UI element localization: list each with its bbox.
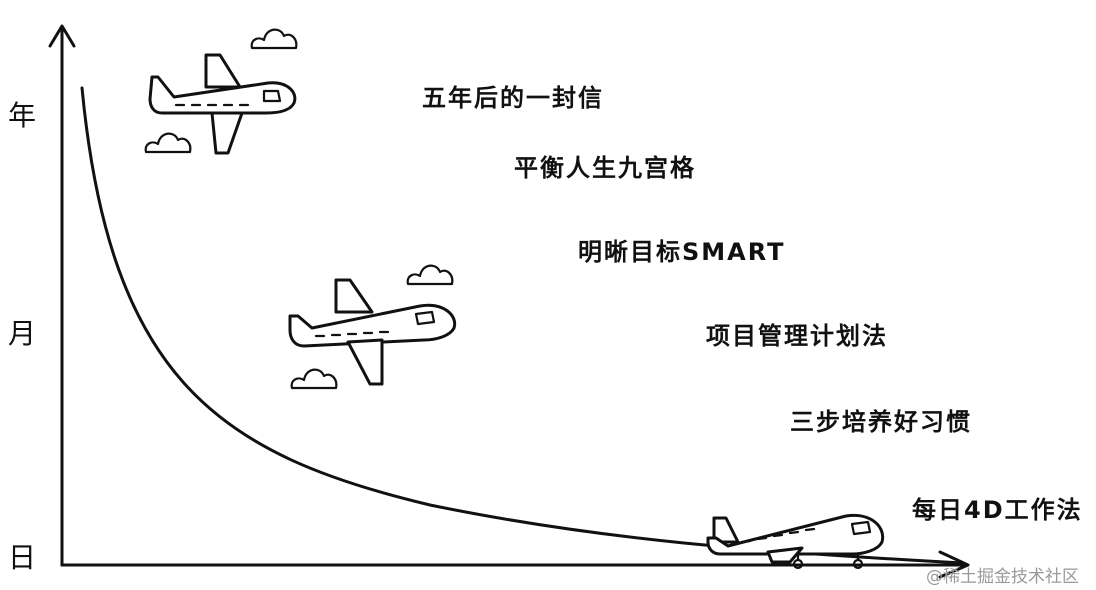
cloud-icon (250, 28, 298, 50)
watermark: @稀土掘金技术社区 (926, 567, 1079, 587)
step-label-habits: 三步培养好习惯 (790, 408, 972, 436)
step-label-daily-4d: 每日4D工作法 (912, 496, 1083, 524)
step-label-life-grid: 平衡人生九宫格 (514, 154, 696, 182)
step-label-smart-goals: 明晰目标SMART (578, 238, 786, 266)
airplane-middle-icon (288, 278, 457, 386)
y-axis-label-month: 月 (8, 317, 37, 350)
cloud-icon (290, 368, 338, 390)
cloud-icon (406, 264, 454, 286)
airplane-landing-icon (706, 513, 885, 570)
step-label-project-plan: 项目管理计划法 (706, 322, 888, 350)
y-axis (48, 24, 76, 567)
y-axis-label-day: 日 (8, 541, 37, 574)
y-axis-label-year: 年 (8, 99, 37, 132)
cloud-icon (144, 132, 192, 154)
step-label-five-year-letter: 五年后的一封信 (422, 84, 604, 112)
x-axis (60, 550, 970, 579)
airplane-top-icon (148, 53, 297, 155)
